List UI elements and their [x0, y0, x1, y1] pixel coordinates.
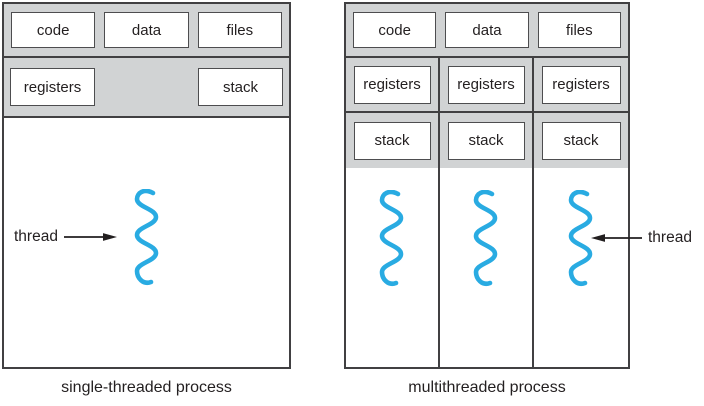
thread-label: thread — [14, 228, 58, 246]
registers-box: registers — [10, 68, 95, 106]
registers-box: registers — [541, 65, 621, 104]
thread-squiggle-icon — [379, 190, 404, 286]
thread2-registers-cell: registers — [440, 58, 534, 113]
registers-box: registers — [447, 65, 525, 104]
files-box: files — [197, 12, 282, 48]
thread-annotation-right: thread — [591, 229, 692, 247]
thread-context-band: registers stack — [4, 58, 289, 118]
thread-annotation-left: thread — [14, 228, 117, 246]
stack-box: stack — [447, 121, 525, 160]
arrow-right-icon — [63, 233, 117, 241]
files-box: files — [537, 12, 621, 48]
thread3-column — [534, 168, 628, 367]
single-threaded-process-diagram: code data files registers stack — [2, 2, 291, 369]
caption-multithreaded: multithreaded process — [408, 379, 566, 396]
thread1-registers-cell: registers — [346, 58, 440, 113]
thread2-column — [440, 168, 534, 367]
stack-box: stack — [353, 121, 431, 160]
thread1-stack-cell: stack — [346, 113, 440, 168]
process-resources-band: code data files — [346, 4, 628, 58]
thread-squiggle-icon — [134, 189, 158, 285]
thread-label: thread — [648, 229, 692, 247]
multithreaded-process-diagram: code data files registers registers regi… — [344, 2, 630, 369]
thread-squiggle-icon — [473, 190, 498, 286]
thread1-column — [346, 168, 440, 367]
data-box: data — [445, 12, 529, 48]
registers-box: registers — [353, 65, 431, 104]
process-resources-band: code data files — [4, 4, 289, 58]
stack-box: stack — [541, 121, 621, 160]
thread3-registers-cell: registers — [534, 58, 628, 113]
process-body — [4, 118, 289, 367]
stack-box: stack — [198, 68, 283, 106]
code-box: code — [353, 12, 437, 48]
thread3-stack-cell: stack — [534, 113, 628, 168]
thread2-stack-cell: stack — [440, 113, 534, 168]
code-box: code — [11, 12, 96, 48]
caption-single-threaded: single-threaded process — [61, 379, 232, 396]
thread-squiggle-icon — [568, 190, 593, 286]
process-body — [346, 168, 628, 367]
data-box: data — [104, 12, 189, 48]
per-thread-context-grid: registers registers registers stack stac… — [346, 58, 628, 168]
arrow-left-icon — [591, 234, 642, 242]
